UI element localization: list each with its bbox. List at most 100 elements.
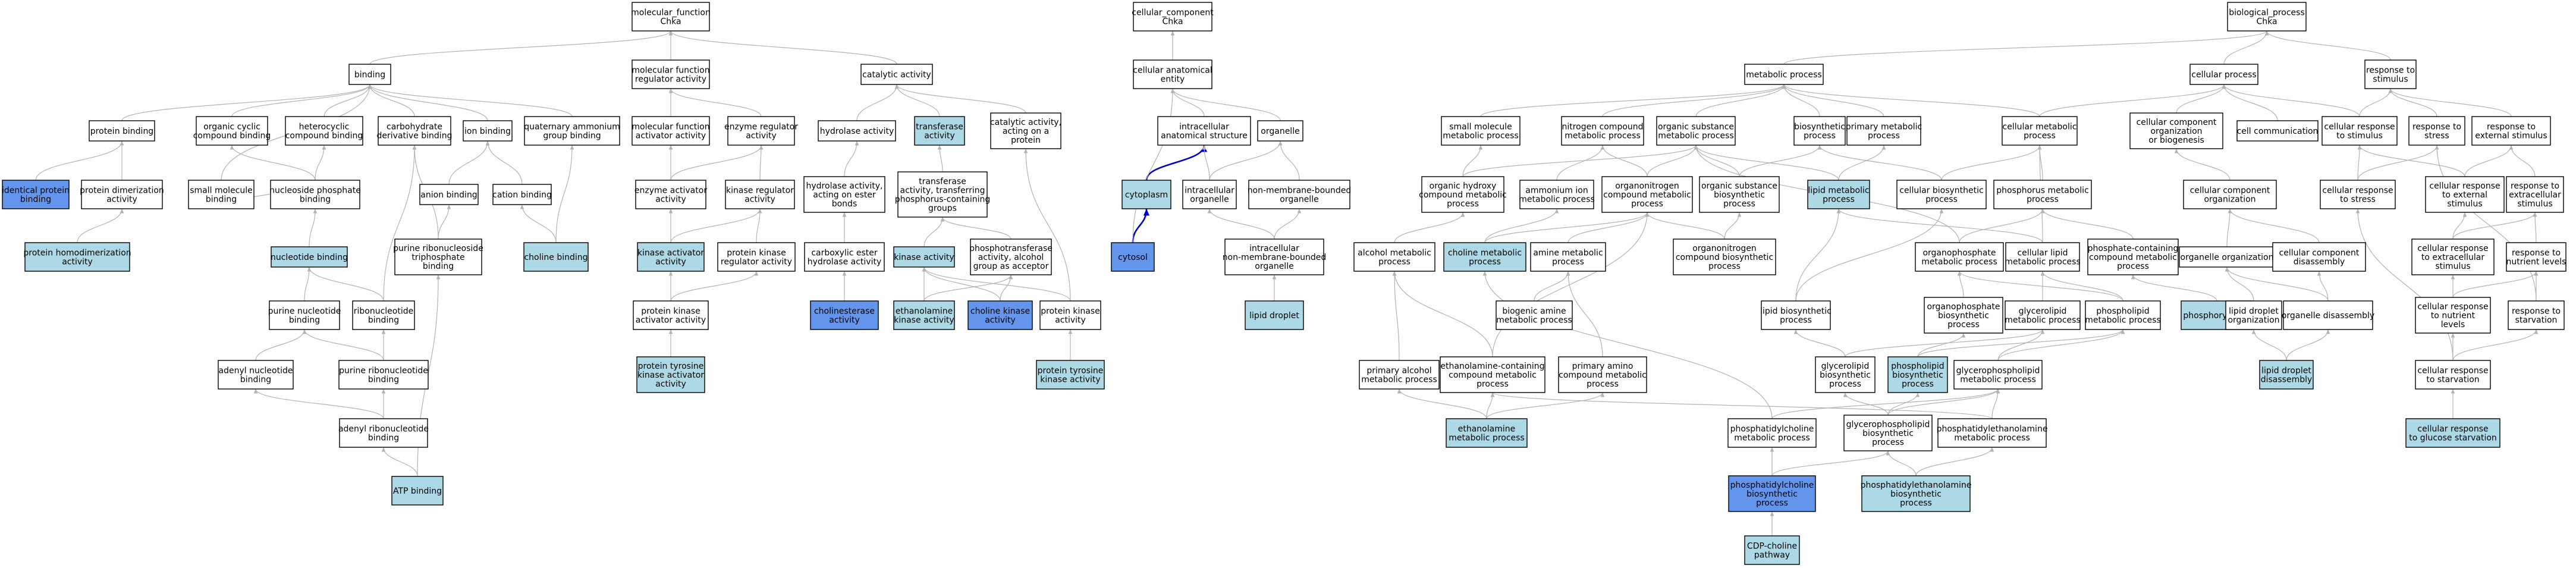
go-term-node[interactable]: organelle organization xyxy=(2179,246,2275,268)
go-term-node[interactable]: kinase activity xyxy=(893,246,955,268)
go-term-node[interactable]: protein binding xyxy=(89,120,155,142)
go-term-node[interactable]: ATP binding xyxy=(391,476,444,506)
go-term-node[interactable]: anion binding xyxy=(419,184,479,205)
go-term-node[interactable]: cytosol xyxy=(1111,242,1155,272)
go-term-node[interactable]: cellular process xyxy=(2189,64,2258,85)
go-term-node[interactable]: cell communication xyxy=(2236,120,2319,142)
go-term-node[interactable]: cation binding xyxy=(492,184,552,205)
go-term-node[interactable]: catalytic activity xyxy=(860,64,933,85)
go-term-node[interactable]: choline binding xyxy=(523,242,589,272)
go-term-node[interactable]: binding xyxy=(348,64,391,85)
go-term-node[interactable]: organelle xyxy=(1257,120,1303,142)
go-term-node[interactable]: nucleotide binding xyxy=(271,246,348,268)
go-term-node[interactable]: organelle disassembly xyxy=(2282,300,2374,330)
go-term-node[interactable]: cytoplasm xyxy=(1121,180,1171,209)
go-term-node[interactable]: lipid droplet xyxy=(1245,300,1304,330)
go-term-node[interactable]: metabolic process xyxy=(1744,64,1824,85)
go-term-node[interactable]: ion binding xyxy=(463,120,513,142)
